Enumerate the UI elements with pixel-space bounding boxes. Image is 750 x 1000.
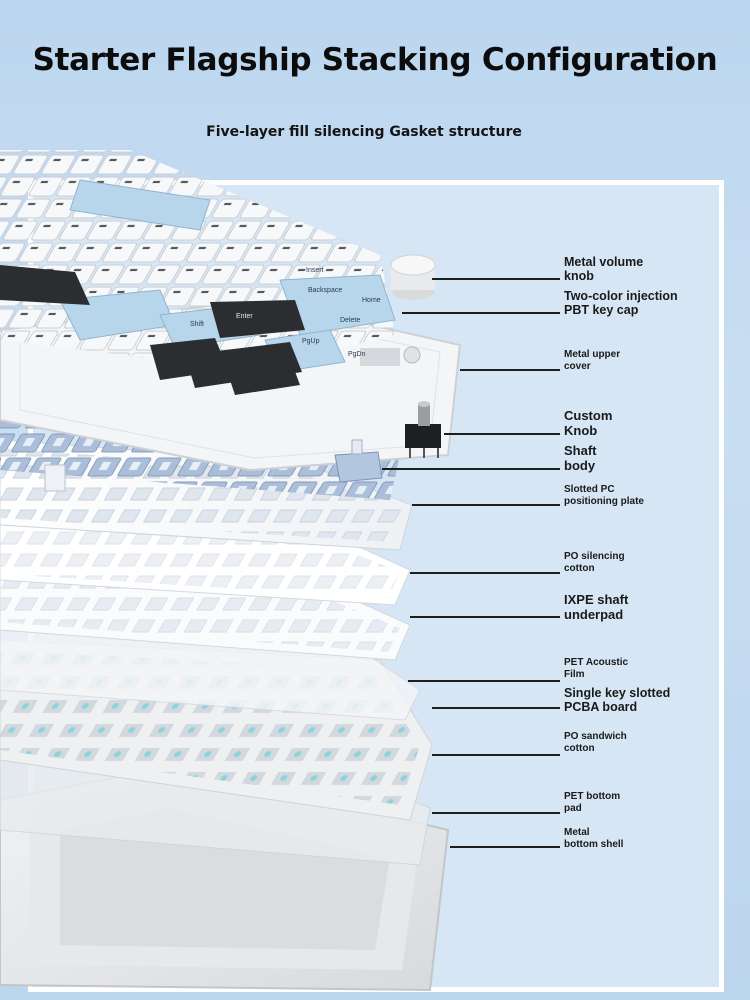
leader-line bbox=[432, 812, 560, 814]
callout-line: pad bbox=[564, 802, 582, 814]
keycap-legend: Home bbox=[362, 297, 381, 304]
callout-bottom-shell: Metal bottom shell bbox=[564, 827, 623, 850]
callout-line: Metal upper bbox=[564, 349, 621, 360]
page-subtitle: Five-layer fill silencing Gasket structu… bbox=[206, 124, 522, 140]
keycap-legend: Insert bbox=[306, 267, 324, 274]
encoder-knob-icon bbox=[405, 401, 441, 458]
page-title: Starter Flagship Stacking Configuration bbox=[32, 42, 718, 78]
callout-line: Shaft bbox=[564, 443, 597, 458]
keycap-legend: Delete bbox=[340, 317, 360, 324]
keycap-legend: PgUp bbox=[302, 338, 320, 345]
callout-line: Film bbox=[564, 668, 585, 680]
callout-upper-cover: Metal upper cover bbox=[564, 349, 620, 372]
callout-po-sandwich: PO sandwich cotton bbox=[564, 731, 627, 754]
callout-ixpe: IXPE shaft underpad bbox=[564, 592, 629, 623]
callout-line: knob bbox=[564, 269, 594, 284]
callout-line: PCBA board bbox=[564, 700, 638, 715]
keycap-legend: Shift bbox=[190, 321, 204, 328]
callout-line: cotton bbox=[564, 742, 595, 754]
leader-line bbox=[432, 707, 560, 709]
leader-line bbox=[450, 846, 560, 848]
leader-line bbox=[410, 572, 560, 574]
leader-line bbox=[412, 504, 560, 506]
leader-line bbox=[460, 369, 560, 371]
volume-knob-icon bbox=[390, 254, 436, 300]
leader-line bbox=[432, 278, 560, 280]
callout-line: PO silencing bbox=[564, 551, 625, 562]
callout-line: Single key slotted bbox=[564, 686, 671, 700]
callout-line: underpad bbox=[564, 606, 624, 622]
callout-line: Metal bbox=[564, 827, 590, 838]
callout-pcba: Single key slotted PCBA board bbox=[564, 686, 670, 715]
callout-po-cotton: PO silencing cotton bbox=[564, 551, 625, 574]
keycap-legend: Backspace bbox=[308, 287, 342, 294]
callout-pet-film: PET Acoustic Film bbox=[564, 657, 628, 680]
callout-line: Slotted PC bbox=[564, 484, 615, 495]
leader-line bbox=[432, 754, 560, 756]
callout-line: Knob bbox=[564, 422, 598, 438]
callout-line: IXPE shaft bbox=[564, 592, 629, 607]
callout-line: Two-color injection bbox=[564, 289, 678, 303]
callout-pc-plate: Slotted PC positioning plate bbox=[564, 484, 644, 507]
callout-keycap: Two-color injection PBT key cap bbox=[564, 289, 678, 318]
callout-line: Custom bbox=[564, 408, 613, 423]
callout-volume-knob: Metal volume knob bbox=[564, 255, 643, 284]
leader-line bbox=[382, 468, 560, 470]
keycap-legend: Enter bbox=[236, 313, 253, 320]
callout-line: bottom shell bbox=[564, 838, 624, 850]
callout-pet-bottom: PET bottom pad bbox=[564, 791, 620, 814]
callout-line: positioning plate bbox=[564, 495, 644, 507]
keycap-set: Insert Backspace Home Delete Enter Shift… bbox=[0, 150, 396, 395]
callout-line: PBT key cap bbox=[564, 303, 639, 318]
switch-icon bbox=[334, 439, 383, 483]
callout-line: PO sandwich bbox=[564, 731, 627, 742]
keycap-legend: PgDn bbox=[348, 351, 366, 358]
leader-line bbox=[402, 312, 560, 314]
callout-shaft-body: Shaft body bbox=[564, 443, 597, 474]
callout-custom-knob: Custom Knob bbox=[564, 408, 613, 439]
callout-line: cotton bbox=[564, 562, 595, 574]
callout-line: PET Acoustic bbox=[564, 657, 629, 668]
leader-line bbox=[408, 680, 560, 682]
leader-line bbox=[444, 433, 560, 435]
callout-line: cover bbox=[564, 360, 591, 372]
callout-line: Metal volume bbox=[564, 255, 644, 269]
leader-line bbox=[410, 616, 560, 618]
callout-line: body bbox=[564, 457, 596, 473]
callout-line: PET bottom bbox=[564, 791, 621, 802]
